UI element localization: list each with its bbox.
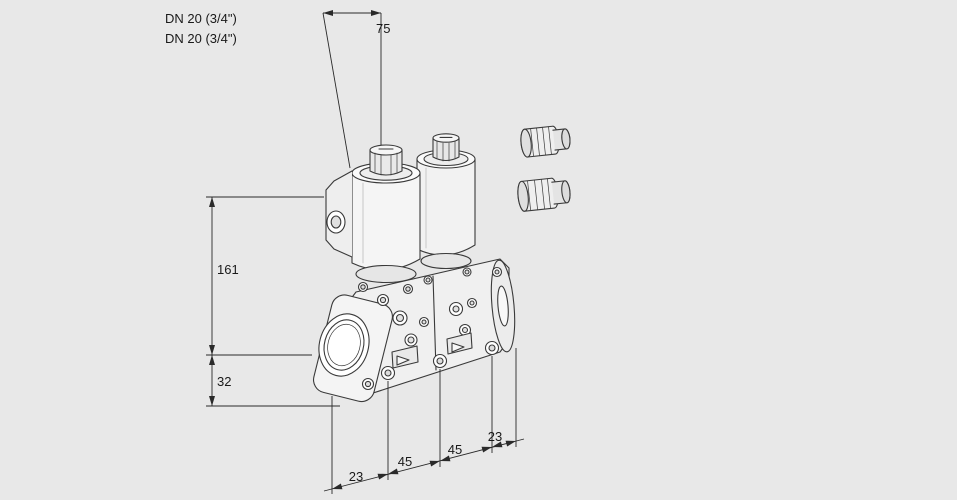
mounting-bracket [325,170,353,258]
pipe-flange-right [490,259,516,353]
dn-label-bottom: DN 20 (3/4") [165,31,237,46]
coil-cap-right [432,133,460,162]
dim-label-32: 32 [217,374,231,389]
threaded-port [318,313,370,377]
coil-mounting-nuts [357,267,472,295]
flow-arrow-icon [451,342,465,353]
dim-label-45-right: 45 [448,442,462,457]
dimension-bottom-chain [323,348,525,494]
spare-fitting-bottom [517,177,571,212]
dn-label-top: DN 20 (3/4") [165,11,237,26]
dim-label-161: 161 [217,262,239,277]
coil-base-left [355,264,417,284]
bottom-bolts [380,340,500,381]
body-screws [392,297,478,347]
pipe-flange-left [313,293,393,403]
spare-fitting-top [520,125,571,158]
dim-label-23-left: 23 [349,469,363,484]
dim-label-45-left: 45 [398,454,412,469]
dim-label-75: 75 [376,21,390,36]
solenoid-coil-right [416,133,476,256]
coil-base-right [420,252,472,270]
flow-arrow-icon [396,355,410,366]
coil-cap-left [369,144,403,176]
dimension-75 [322,10,382,169]
valve-body [342,252,510,397]
solenoid-coil-left [351,144,421,271]
body-panels [391,332,473,369]
dim-label-23-right: 23 [488,429,502,444]
valve-assembly [313,133,516,403]
dimension-161-32 [206,196,340,407]
